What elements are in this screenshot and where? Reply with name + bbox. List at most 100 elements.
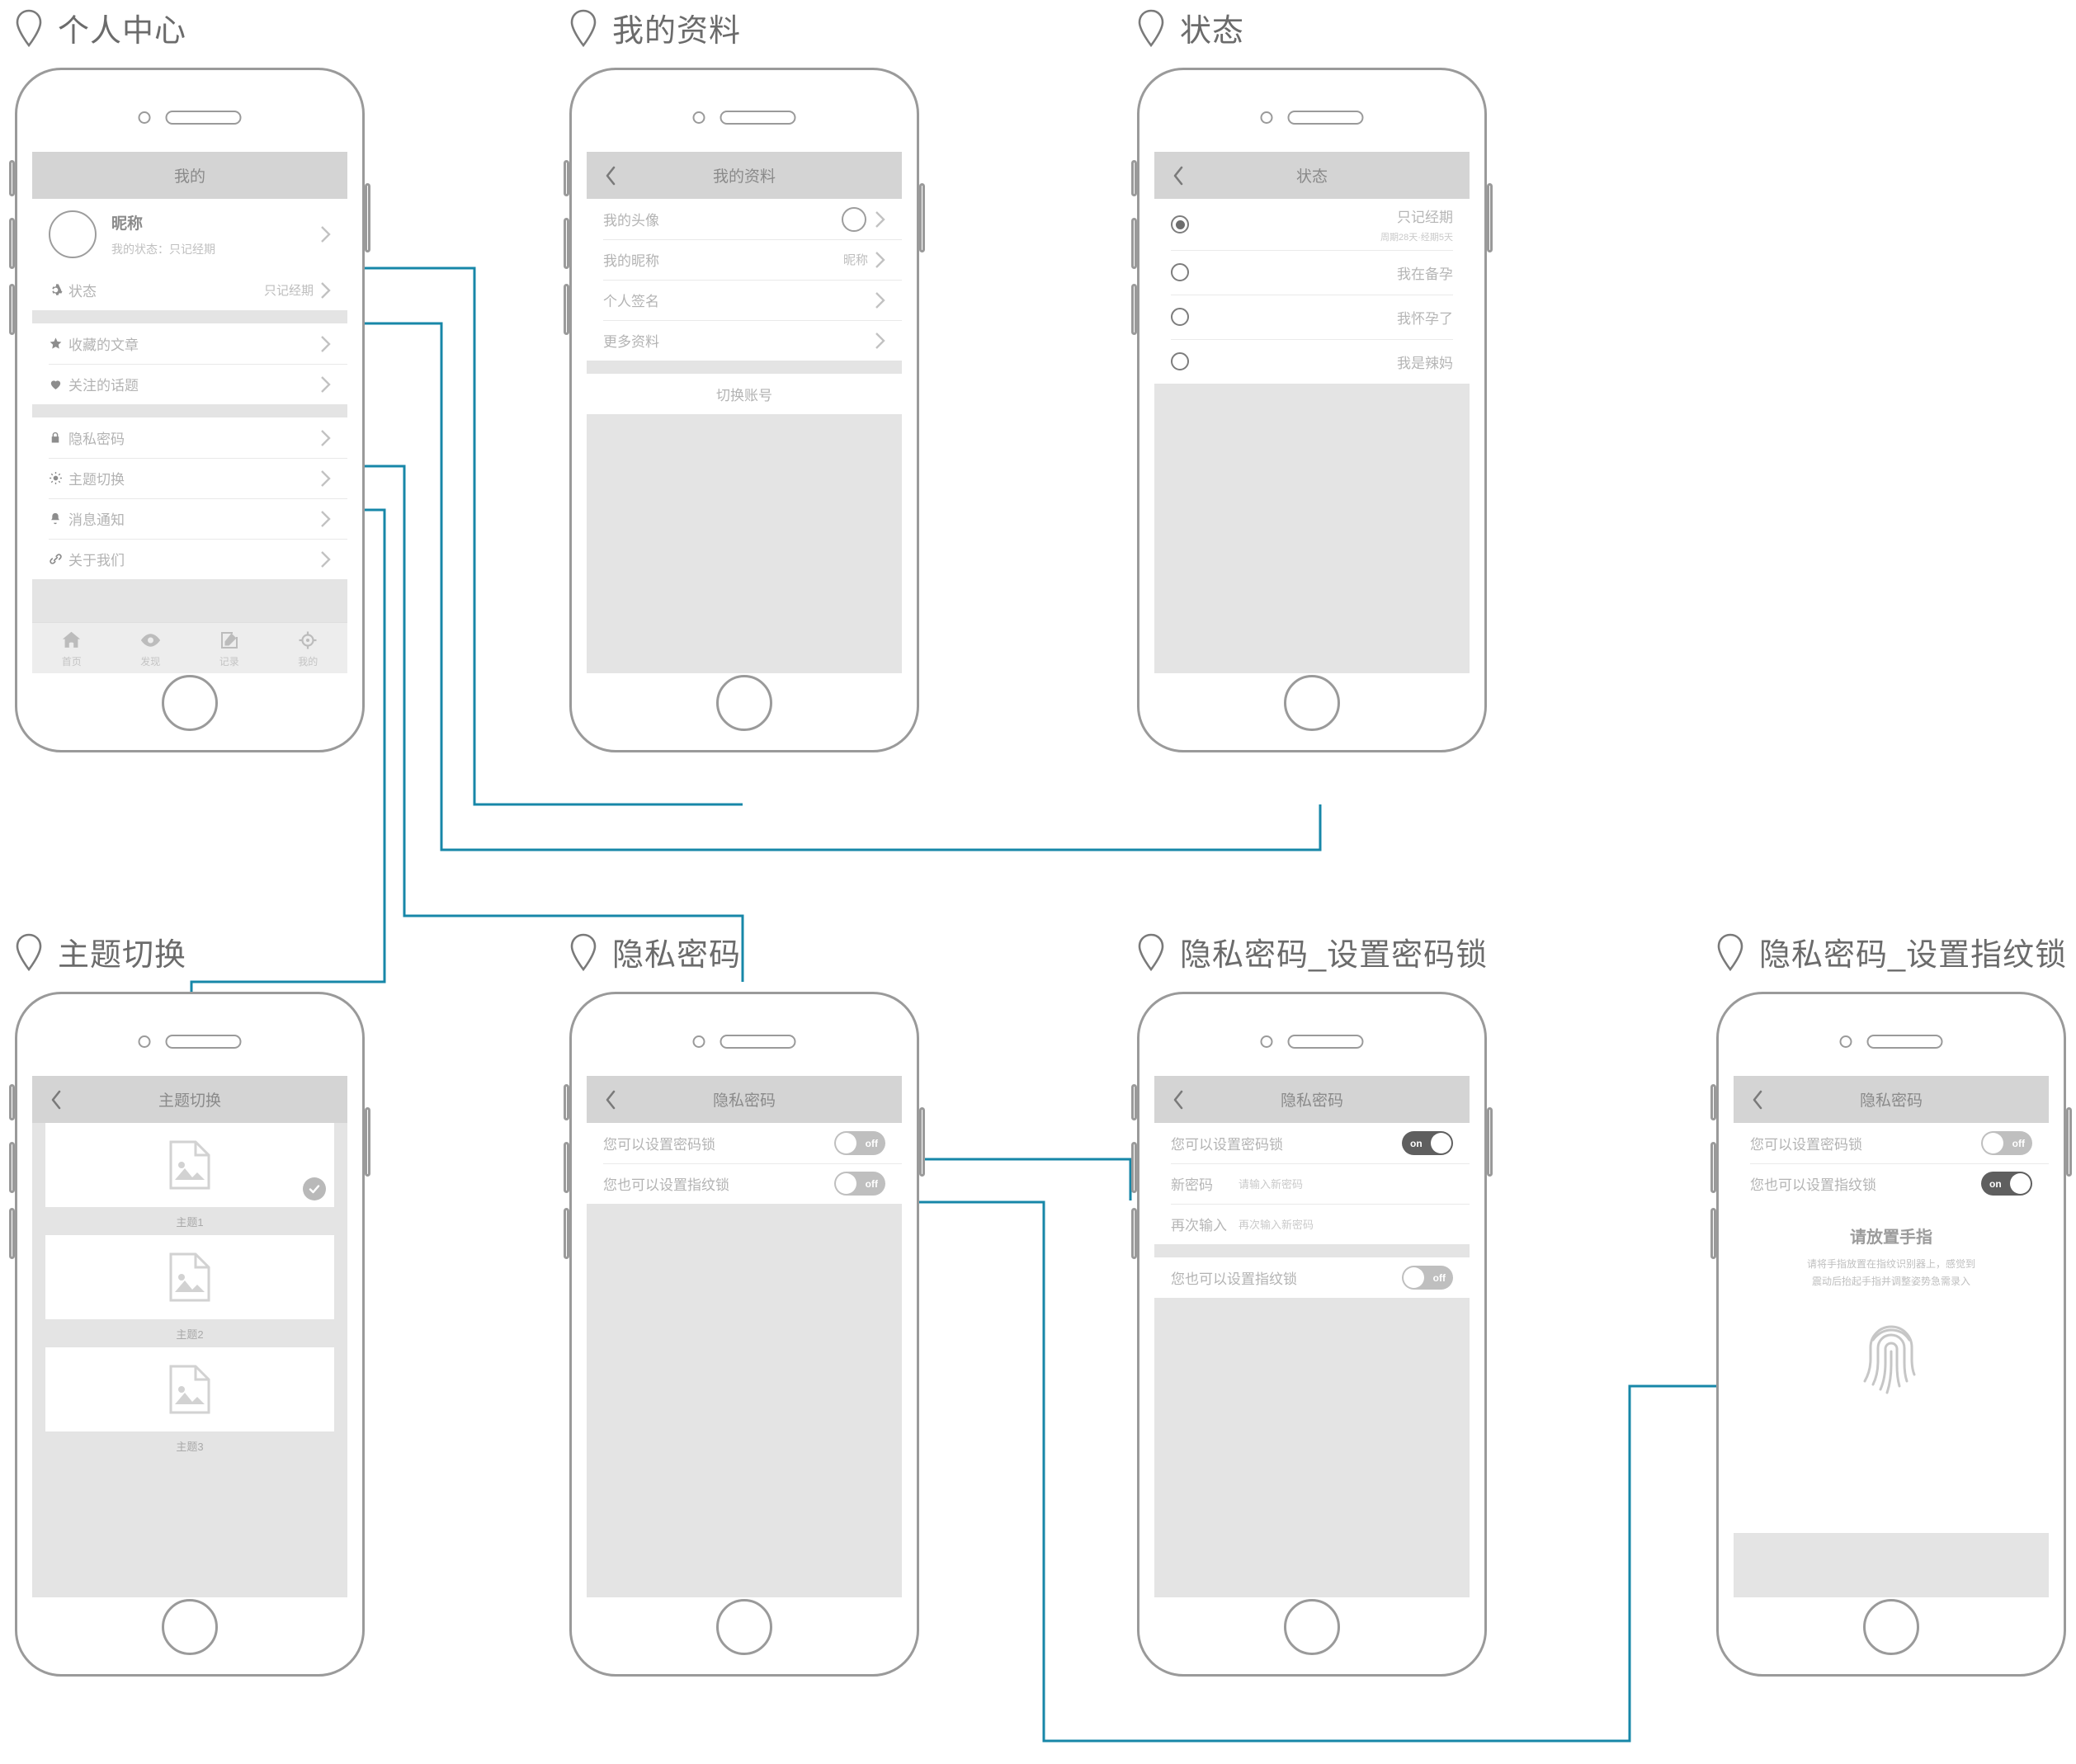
volume-up-button[interactable] bbox=[564, 218, 569, 269]
mute-switch[interactable] bbox=[564, 1084, 569, 1120]
image-placeholder-icon bbox=[169, 1140, 210, 1190]
avatar[interactable] bbox=[842, 206, 866, 232]
mute-switch[interactable] bbox=[9, 160, 15, 196]
switch-account-button[interactable]: 切换账号 bbox=[587, 374, 902, 414]
home-button[interactable] bbox=[716, 675, 772, 731]
theme-card[interactable] bbox=[45, 1235, 334, 1319]
power-button[interactable] bbox=[1487, 183, 1493, 252]
volume-down-button[interactable] bbox=[9, 1208, 15, 1259]
tab-home[interactable]: 首页 bbox=[32, 629, 111, 668]
navbar-title: 状态 bbox=[1295, 168, 1328, 186]
radio-button[interactable] bbox=[1171, 215, 1189, 233]
home-button[interactable] bbox=[716, 1599, 772, 1655]
toggle-state-label: off bbox=[865, 1137, 878, 1149]
password-lock-toggle[interactable]: off bbox=[834, 1131, 885, 1155]
chevron-right-icon bbox=[320, 225, 331, 243]
power-button[interactable] bbox=[919, 1107, 925, 1177]
pin-icon bbox=[570, 9, 597, 47]
home-button[interactable] bbox=[1284, 1599, 1340, 1655]
fingerprint-lock-toggle[interactable]: off bbox=[834, 1172, 885, 1196]
home-button[interactable] bbox=[162, 1599, 218, 1655]
home-button[interactable] bbox=[1863, 1599, 1919, 1655]
profile-row-more[interactable]: 更多资料 bbox=[587, 320, 902, 361]
menu-item-about-us[interactable]: 关于我们 bbox=[32, 539, 347, 579]
profile-row-nickname[interactable]: 我的昵称 昵称 bbox=[587, 239, 902, 280]
profile-row-signature[interactable]: 个人签名 bbox=[587, 280, 902, 320]
row-label: 您也可以设置指纹锁 bbox=[603, 1177, 729, 1193]
phone-personal-center: 我的 昵称 我的状态：只记经期 状态 bbox=[9, 68, 370, 752]
password-lock-toggle[interactable]: on bbox=[1402, 1131, 1453, 1155]
new-password-input[interactable]: 请输入新密码 bbox=[1239, 1178, 1304, 1191]
volume-up-button[interactable] bbox=[1710, 1142, 1716, 1193]
section-gap bbox=[1154, 1244, 1470, 1257]
home-button[interactable] bbox=[162, 675, 218, 731]
tab-mine[interactable]: 我的 bbox=[269, 629, 348, 668]
fingerprint-lock-toggle[interactable]: on bbox=[1981, 1172, 2032, 1196]
menu-item-status[interactable]: 状态 只记经期 bbox=[32, 270, 347, 310]
fingerprint-scan-area[interactable] bbox=[1734, 1318, 2049, 1398]
front-camera-icon bbox=[1260, 1035, 1273, 1048]
tab-discover[interactable]: 发现 bbox=[111, 629, 191, 668]
volume-up-button[interactable] bbox=[9, 1142, 15, 1193]
earpiece-speaker bbox=[165, 111, 242, 125]
volume-down-button[interactable] bbox=[1131, 284, 1137, 335]
earpiece-speaker bbox=[1287, 111, 1364, 125]
status-option-mom[interactable]: 我是辣妈 bbox=[1154, 339, 1470, 384]
back-button[interactable] bbox=[50, 1090, 62, 1110]
menu-item-topics[interactable]: 关注的话题 bbox=[32, 364, 347, 404]
screen-label-personal-center: 个人中心 bbox=[15, 5, 186, 50]
mute-switch[interactable] bbox=[9, 1084, 15, 1120]
back-button[interactable] bbox=[1752, 1090, 1763, 1110]
radio-button[interactable] bbox=[1171, 352, 1189, 370]
radio-button[interactable] bbox=[1171, 263, 1189, 281]
power-button[interactable] bbox=[2066, 1107, 2072, 1177]
profile-nickname: 昵称 bbox=[111, 215, 144, 233]
back-button[interactable] bbox=[1172, 1090, 1184, 1110]
volume-up-button[interactable] bbox=[9, 218, 15, 269]
front-camera-icon bbox=[1260, 111, 1273, 124]
back-button[interactable] bbox=[1172, 166, 1184, 186]
profile-row[interactable]: 昵称 我的状态：只记经期 bbox=[32, 199, 347, 270]
volume-down-button[interactable] bbox=[1710, 1208, 1716, 1259]
volume-down-button[interactable] bbox=[1131, 1208, 1137, 1259]
mute-switch[interactable] bbox=[564, 160, 569, 196]
menu-item-privacy-password[interactable]: 隐私密码 bbox=[32, 417, 347, 458]
toggle-knob bbox=[1983, 1133, 2003, 1153]
power-button[interactable] bbox=[365, 1107, 370, 1177]
confirm-password-input[interactable]: 再次输入新密码 bbox=[1239, 1219, 1314, 1231]
theme-card[interactable] bbox=[45, 1123, 334, 1207]
menu-item-notifications[interactable]: 消息通知 bbox=[32, 498, 347, 539]
status-option-pregnant[interactable]: 我怀孕了 bbox=[1154, 295, 1470, 339]
menu-item-label: 状态 bbox=[68, 284, 97, 300]
menu-item-theme-switch[interactable]: 主题切换 bbox=[32, 458, 347, 498]
profile-row-avatar[interactable]: 我的头像 bbox=[587, 199, 902, 239]
earpiece-speaker bbox=[1866, 1035, 1943, 1049]
avatar[interactable] bbox=[49, 210, 97, 258]
volume-up-button[interactable] bbox=[1131, 1142, 1137, 1193]
fingerprint-lock-toggle[interactable]: off bbox=[1402, 1266, 1453, 1290]
password-lock-toggle[interactable]: off bbox=[1981, 1131, 2032, 1155]
home-button[interactable] bbox=[1284, 675, 1340, 731]
volume-down-button[interactable] bbox=[564, 1208, 569, 1259]
back-button[interactable] bbox=[605, 166, 616, 186]
volume-down-button[interactable] bbox=[9, 284, 15, 335]
theme-card[interactable] bbox=[45, 1347, 334, 1431]
mute-switch[interactable] bbox=[1131, 1084, 1137, 1120]
power-button[interactable] bbox=[919, 183, 925, 252]
mute-switch[interactable] bbox=[1710, 1084, 1716, 1120]
volume-down-button[interactable] bbox=[564, 284, 569, 335]
power-button[interactable] bbox=[1487, 1107, 1493, 1177]
menu-item-favorites[interactable]: 收藏的文章 bbox=[32, 323, 347, 364]
radio-button[interactable] bbox=[1171, 308, 1189, 326]
mute-switch[interactable] bbox=[1131, 160, 1137, 196]
screen-label-text: 隐私密码 bbox=[612, 938, 742, 973]
status-option-period-only[interactable]: 只记经期 周期28天·经期5天 bbox=[1154, 199, 1470, 250]
status-option-preparing[interactable]: 我在备孕 bbox=[1154, 250, 1470, 295]
new-password-row[interactable]: 新密码 请输入新密码 bbox=[1154, 1163, 1470, 1204]
confirm-password-row[interactable]: 再次输入 再次输入新密码 bbox=[1154, 1204, 1470, 1244]
volume-up-button[interactable] bbox=[1131, 218, 1137, 269]
back-button[interactable] bbox=[605, 1090, 616, 1110]
tab-record[interactable]: 记录 bbox=[190, 629, 269, 668]
volume-up-button[interactable] bbox=[564, 1142, 569, 1193]
power-button[interactable] bbox=[365, 183, 370, 252]
